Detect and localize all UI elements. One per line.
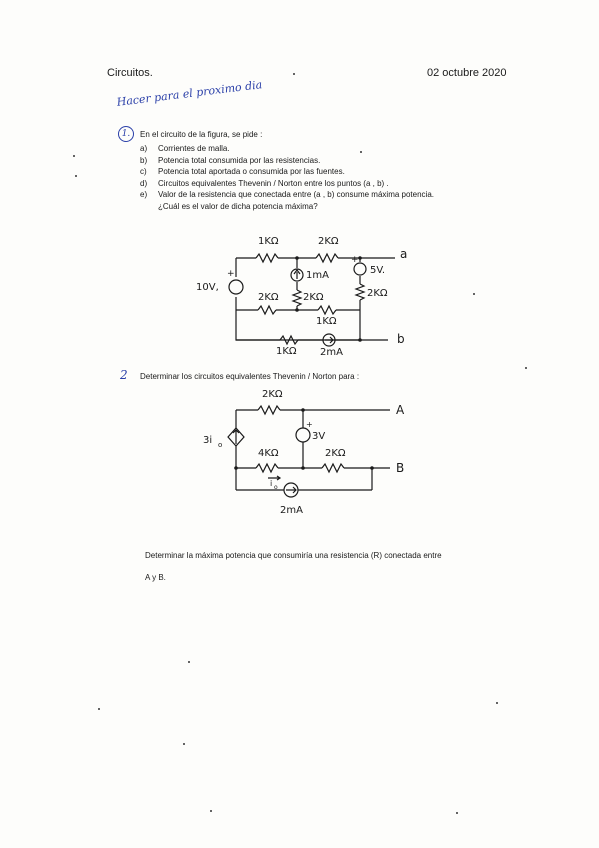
item-key: a) [140, 144, 148, 153]
voltage-source-5v [353, 262, 367, 276]
label-node-b: b [397, 332, 405, 346]
item-text: ¿Cuál es el valor de dicha potencia máxi… [158, 201, 318, 211]
label-source-5v: 5V. [370, 265, 385, 276]
label-r-lower: 1KΩ [316, 316, 337, 327]
scan-speck [73, 155, 75, 157]
item-text: Corrientes de malla. [158, 144, 230, 153]
label-node-B: B [396, 461, 404, 475]
label-plus-10v: + [227, 269, 235, 279]
label-r-bottom: 1KΩ [276, 346, 297, 357]
label-r-mid-center: 2KΩ [303, 292, 324, 303]
scan-speck [525, 367, 527, 369]
voltage-source-10v [228, 279, 244, 295]
resistor-2k-top [257, 404, 281, 416]
item-key: c) [140, 167, 147, 177]
label-r-top-right: 2KΩ [318, 236, 339, 247]
item-text: Valor de la resistencia que conectada en… [158, 190, 434, 200]
label-current-i: i [270, 479, 272, 488]
resistor-mid-left [257, 304, 277, 316]
voltage-source-3v [295, 427, 311, 443]
resistor-top-right [315, 252, 339, 264]
label-current-1ma: 1mA [306, 270, 329, 281]
label-current-2ma: 2mA [280, 505, 303, 516]
resistor-2k-right [321, 462, 345, 474]
problem2-question-line2: A y B. [145, 573, 166, 582]
item-key: e) [140, 190, 148, 200]
scan-speck [188, 661, 190, 663]
label-plus-5v: + [351, 255, 359, 265]
resistor-top-left [255, 252, 279, 264]
label-r-top-left: 1KΩ [258, 236, 279, 247]
label-node-a: a [400, 247, 407, 261]
label-r-right: 2KΩ [367, 288, 388, 299]
resistor-right [354, 283, 366, 301]
label-r-top: 2KΩ [262, 389, 283, 400]
problem1-number: 1. [118, 126, 134, 142]
label-r-mid-right: 2KΩ [325, 448, 346, 459]
label-dep-source: 3i [203, 435, 212, 446]
problem2-question-line1: Determinar la máxima potencia que consum… [145, 551, 442, 560]
scan-speck [456, 812, 458, 814]
item-key: b) [140, 155, 148, 165]
label-dep-sub: o [218, 441, 222, 449]
label-r-mid-left: 2KΩ [258, 292, 279, 303]
item-text: Circuitos equivalentes Thevenin / Norton… [158, 178, 389, 188]
resistor-mid-center [291, 289, 303, 307]
scan-speck [98, 708, 100, 710]
scan-speck [496, 702, 498, 704]
scan-speck [75, 175, 77, 177]
item-key: d) [140, 178, 148, 188]
circuit-2-wires [227, 404, 390, 498]
label-current-i-sub: o [274, 484, 278, 491]
item-text: Potencia total aportada o consumida por … [158, 167, 345, 177]
problem2-intro: Determinar los circuitos equivalentes Th… [140, 372, 360, 381]
label-current-2ma: 2mA [320, 347, 343, 358]
label-plus-3v: + [306, 420, 313, 429]
resistor-lower [317, 304, 337, 316]
scan-speck [183, 743, 185, 745]
label-source-3v: 3V [312, 431, 325, 442]
item-text: Potencia total consumida por las resiste… [158, 155, 321, 165]
label-node-A: A [396, 403, 405, 417]
resistor-4k [255, 462, 279, 474]
resistor-bottom [279, 334, 299, 346]
header-date: 02 octubre 2020 [427, 67, 507, 79]
header-subject: Circuitos. [107, 67, 153, 79]
scan-speck [360, 151, 362, 153]
label-r-mid-left: 4KΩ [258, 448, 279, 459]
problem2-marker: 2 [120, 368, 128, 382]
scan-speck [473, 293, 475, 295]
label-source-10v: 10V, [196, 282, 219, 293]
current-source-2ma [322, 333, 336, 347]
scan-speck [210, 810, 212, 812]
problem1-intro: En el circuito de la figura, se pide : [140, 130, 263, 139]
scan-speck [293, 73, 295, 75]
